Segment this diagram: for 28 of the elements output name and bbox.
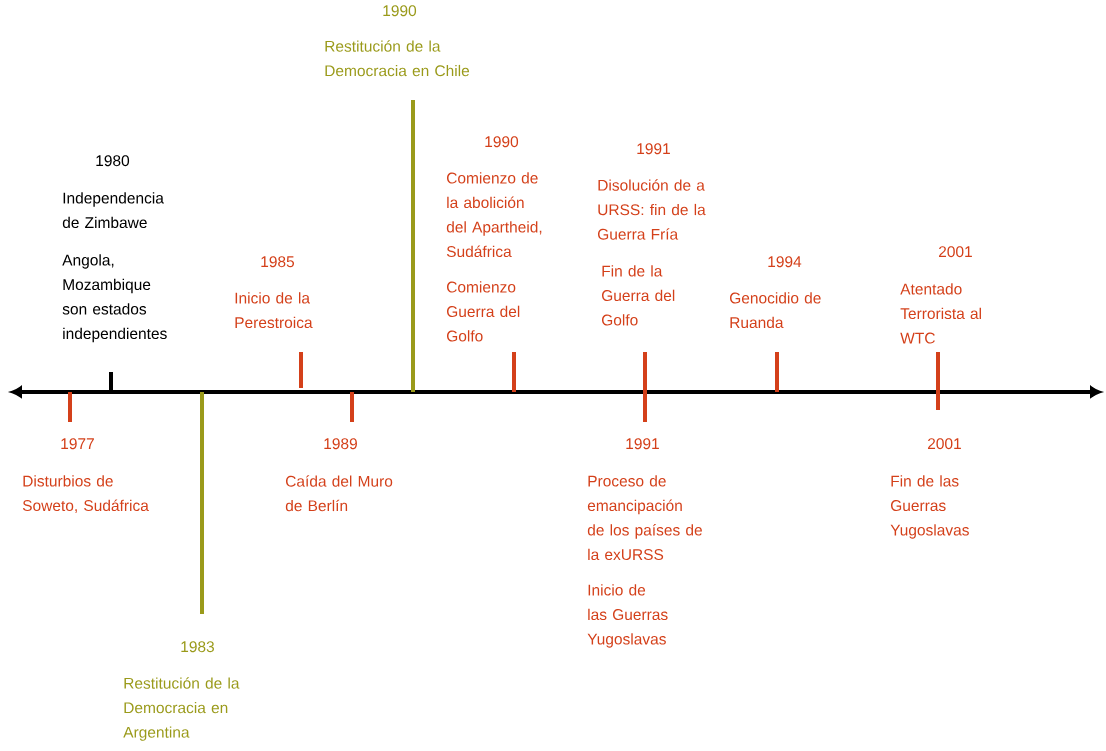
event-label: Fin de las Guerras Yugoslavas bbox=[890, 475, 969, 539]
year-label: 1980 bbox=[96, 155, 130, 167]
year-label: 1989 bbox=[324, 438, 357, 450]
event-label: Restitución de la Democracia en Argentina bbox=[123, 677, 240, 741]
event-label: Comienzo Guerra del Golfo bbox=[447, 281, 520, 342]
event-label: Caída del Muro de Berlín bbox=[285, 475, 393, 512]
event-label: Inicio de la Perestroica bbox=[235, 292, 313, 329]
year-label: 1983 bbox=[181, 641, 214, 653]
event-label: Inicio de las Guerras Yugoslavas bbox=[587, 584, 668, 648]
year-label: 1990 bbox=[383, 5, 417, 17]
event-label: Disolución de a URSS: fin de la Guerra Fría bbox=[598, 179, 706, 240]
year-label: 1991 bbox=[637, 143, 670, 155]
event-label: Atentado Terrorista al WTC bbox=[900, 283, 981, 344]
event-label: Proceso de emancipación de los países de la exURSS bbox=[587, 475, 702, 561]
year-label: 1977 bbox=[61, 438, 94, 450]
event-label: Disturbios de Soweto, Sudáfrica bbox=[22, 475, 149, 513]
event-label: Restitución de la Democracia en Chile bbox=[325, 40, 470, 77]
year-label: 2001 bbox=[928, 438, 961, 450]
year-label: 2001 bbox=[939, 246, 972, 258]
event-label: Comienzo de la abolición del Apartheid, Sudáfrica bbox=[446, 172, 542, 258]
year-label: 1985 bbox=[261, 256, 295, 268]
event-label: Genocidio de Ruanda bbox=[730, 292, 821, 329]
year-label: 1991 bbox=[626, 438, 659, 450]
year-label: 1994 bbox=[768, 256, 802, 268]
event-label: Independencia de Zimbawe bbox=[62, 192, 164, 229]
event-label: Angola, Mozambique son estados independientes bbox=[62, 254, 167, 343]
event-label: Fin de la Guerra del Golfo bbox=[602, 265, 675, 326]
year-label: 1990 bbox=[485, 136, 519, 148]
